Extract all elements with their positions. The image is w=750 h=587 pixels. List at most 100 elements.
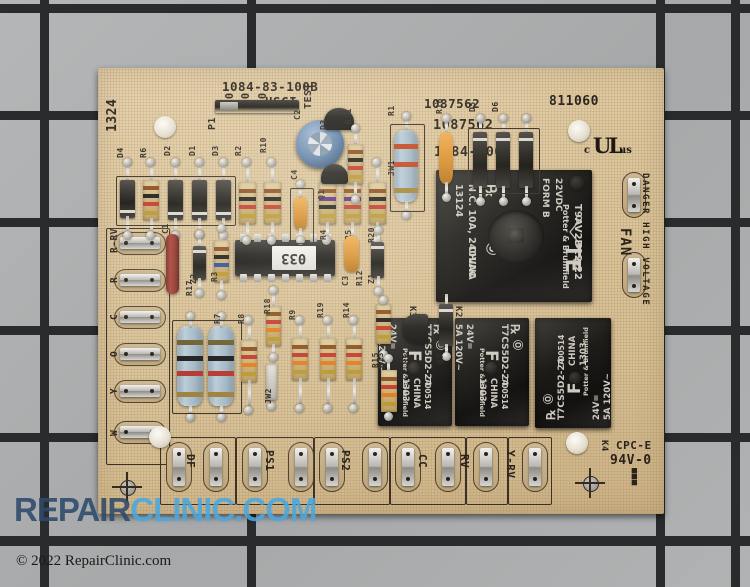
transistor-d3-top [324, 108, 354, 130]
ref-r17: R17 [185, 280, 194, 296]
ref-c2: C2 [293, 109, 302, 120]
relay-k2: ℞ Ⓞ T7CS5D2-24 700514 CHINA 1303 F Potte… [453, 318, 529, 426]
relay-ref-k2: K2 [453, 306, 463, 318]
relay-k2-maker: Potter & Brumfield [478, 348, 486, 417]
terminal-label-y-rv: Y-RV [504, 450, 517, 479]
relay-k3-csa-mark: Ⓞ [544, 394, 555, 404]
relay-k2-coil: 24V= [464, 324, 474, 350]
high-voltage-warning: DANGER HIGH VOLTAGE [640, 173, 650, 307]
board-part-number-main: 1084-83-100B [222, 79, 319, 94]
bottom-terminal-group-cc [390, 437, 466, 505]
board-standoff-top-left [154, 116, 176, 138]
terminal-rv[interactable] [473, 442, 499, 492]
capacitor-c3 [344, 236, 359, 272]
bottom-terminal-group-rv [466, 437, 508, 505]
grout-line [731, 0, 740, 587]
terminal-label-cc: CC [416, 454, 429, 469]
relay-k2-lot: 700514 [500, 378, 509, 410]
flammability-94v0: 94V-0 [610, 453, 652, 468]
grout-line [0, 536, 750, 546]
terminal-ps2-2[interactable] [362, 442, 388, 492]
grout-line [0, 4, 750, 13]
relay-k3-origin: CHINA [568, 335, 578, 366]
terminal-ps2-1[interactable] [319, 442, 345, 492]
terminal-cc-2[interactable] [435, 442, 461, 492]
terminal-y[interactable] [114, 380, 166, 403]
ref-r9: R9 [288, 309, 297, 320]
terminal-r-rv[interactable] [114, 232, 166, 255]
jumper-shunt[interactable] [220, 102, 238, 111]
terminal-label-ps2: PS2 [339, 450, 352, 472]
ref-r2: R2 [234, 145, 243, 156]
ref-r6: R6 [139, 147, 148, 158]
ul-logo: UL [593, 133, 623, 158]
terminal-o[interactable] [114, 343, 166, 366]
terminal-label-fan: FAN [617, 228, 633, 257]
terminal-df-1[interactable] [166, 442, 192, 492]
ic-marking-label: 033 [272, 246, 316, 270]
mounting-hole-bottom-left [112, 472, 142, 502]
left-terminal-block [106, 228, 170, 465]
ref-r14: R14 [342, 302, 351, 318]
grout-line [40, 0, 49, 587]
ref-r8: R8 [237, 313, 246, 324]
ref-r4: R4 [319, 229, 328, 240]
ref-r3: R3 [210, 271, 219, 282]
terminal-fan-2[interactable] [622, 252, 646, 298]
board-partnum-811060: 811060 [549, 94, 599, 109]
ref-c3: C3 [341, 275, 350, 286]
ref-r11: R11 [344, 108, 353, 124]
relay-k3-maker: Potter & Brumfield [582, 327, 590, 396]
terminal-label-ps1: PS1 [263, 450, 276, 472]
ref-d4: D4 [116, 147, 125, 158]
ref-r7: R7 [213, 313, 222, 324]
ul-us-letters: us [619, 145, 632, 156]
ref-r19: R19 [316, 302, 325, 318]
ref-c1: C1 [161, 223, 170, 234]
ul-c-letter: c [584, 145, 591, 156]
test-header-label: TEST [303, 82, 314, 109]
connector-ref-p1: P1 [207, 116, 218, 130]
bottom-terminal-group-ps2 [314, 437, 390, 505]
terminal-label-rv: RV [458, 454, 471, 469]
ref-r18: R18 [263, 298, 272, 314]
terminal-label-o: O [109, 350, 120, 357]
relay-center-pip [508, 228, 524, 243]
relay-k1-origin: CHINA [411, 378, 421, 409]
terminal-label-df: DF [184, 454, 197, 469]
terminal-label-w: W [109, 429, 120, 436]
terminal-r[interactable] [114, 269, 166, 292]
ref-d3-top: D3 [319, 119, 328, 130]
watermark-clinic: CLINIC.COM [130, 491, 317, 528]
ref-d1: D1 [188, 145, 197, 156]
terminal-ps1-1[interactable] [242, 442, 268, 492]
ref-z1: Z1 [367, 273, 376, 284]
terminal-c[interactable] [114, 306, 166, 329]
relay-main-date-code: 13124 [453, 184, 464, 218]
integrated-circuit-u1: 033 [235, 240, 335, 276]
bottom-terminal-group-yrv [508, 437, 552, 505]
terminal-y-rv[interactable] [522, 442, 548, 492]
board-standoff-bottom-right [566, 432, 588, 454]
terminal-cc-1[interactable] [395, 442, 421, 492]
terminal-ps1-2[interactable] [288, 442, 314, 492]
repairclinic-watermark: REPAIRCLINIC.COM [14, 491, 317, 529]
board-date-code: 1324 [105, 98, 120, 132]
flammability-cpc: CPC-E [616, 439, 652, 452]
relay-k2-dimple [485, 362, 497, 374]
transistor-q1 [321, 164, 348, 184]
relay-contact-diagram [569, 214, 583, 266]
ref-r10: R10 [259, 137, 268, 153]
power-resistor-outline [172, 320, 242, 414]
relay-k3: ℞ Ⓞ T7CS5D2-24 700514 CHINA 1303 F Potte… [535, 318, 613, 428]
terminal-fan-1[interactable] [622, 172, 646, 218]
relay-k3-lot: 700514 [557, 334, 566, 366]
ref-d5: D5 [468, 101, 477, 112]
relay-mount-screw [570, 176, 584, 190]
ref-q1: Q1 [317, 189, 326, 200]
relay-k3-ru-mark: ℞ [544, 409, 558, 420]
terminal-df-2[interactable] [203, 442, 229, 492]
diode-array-outline [116, 176, 236, 226]
relay-k3-dimple [569, 372, 581, 384]
ref-r1: R1 [387, 105, 396, 116]
